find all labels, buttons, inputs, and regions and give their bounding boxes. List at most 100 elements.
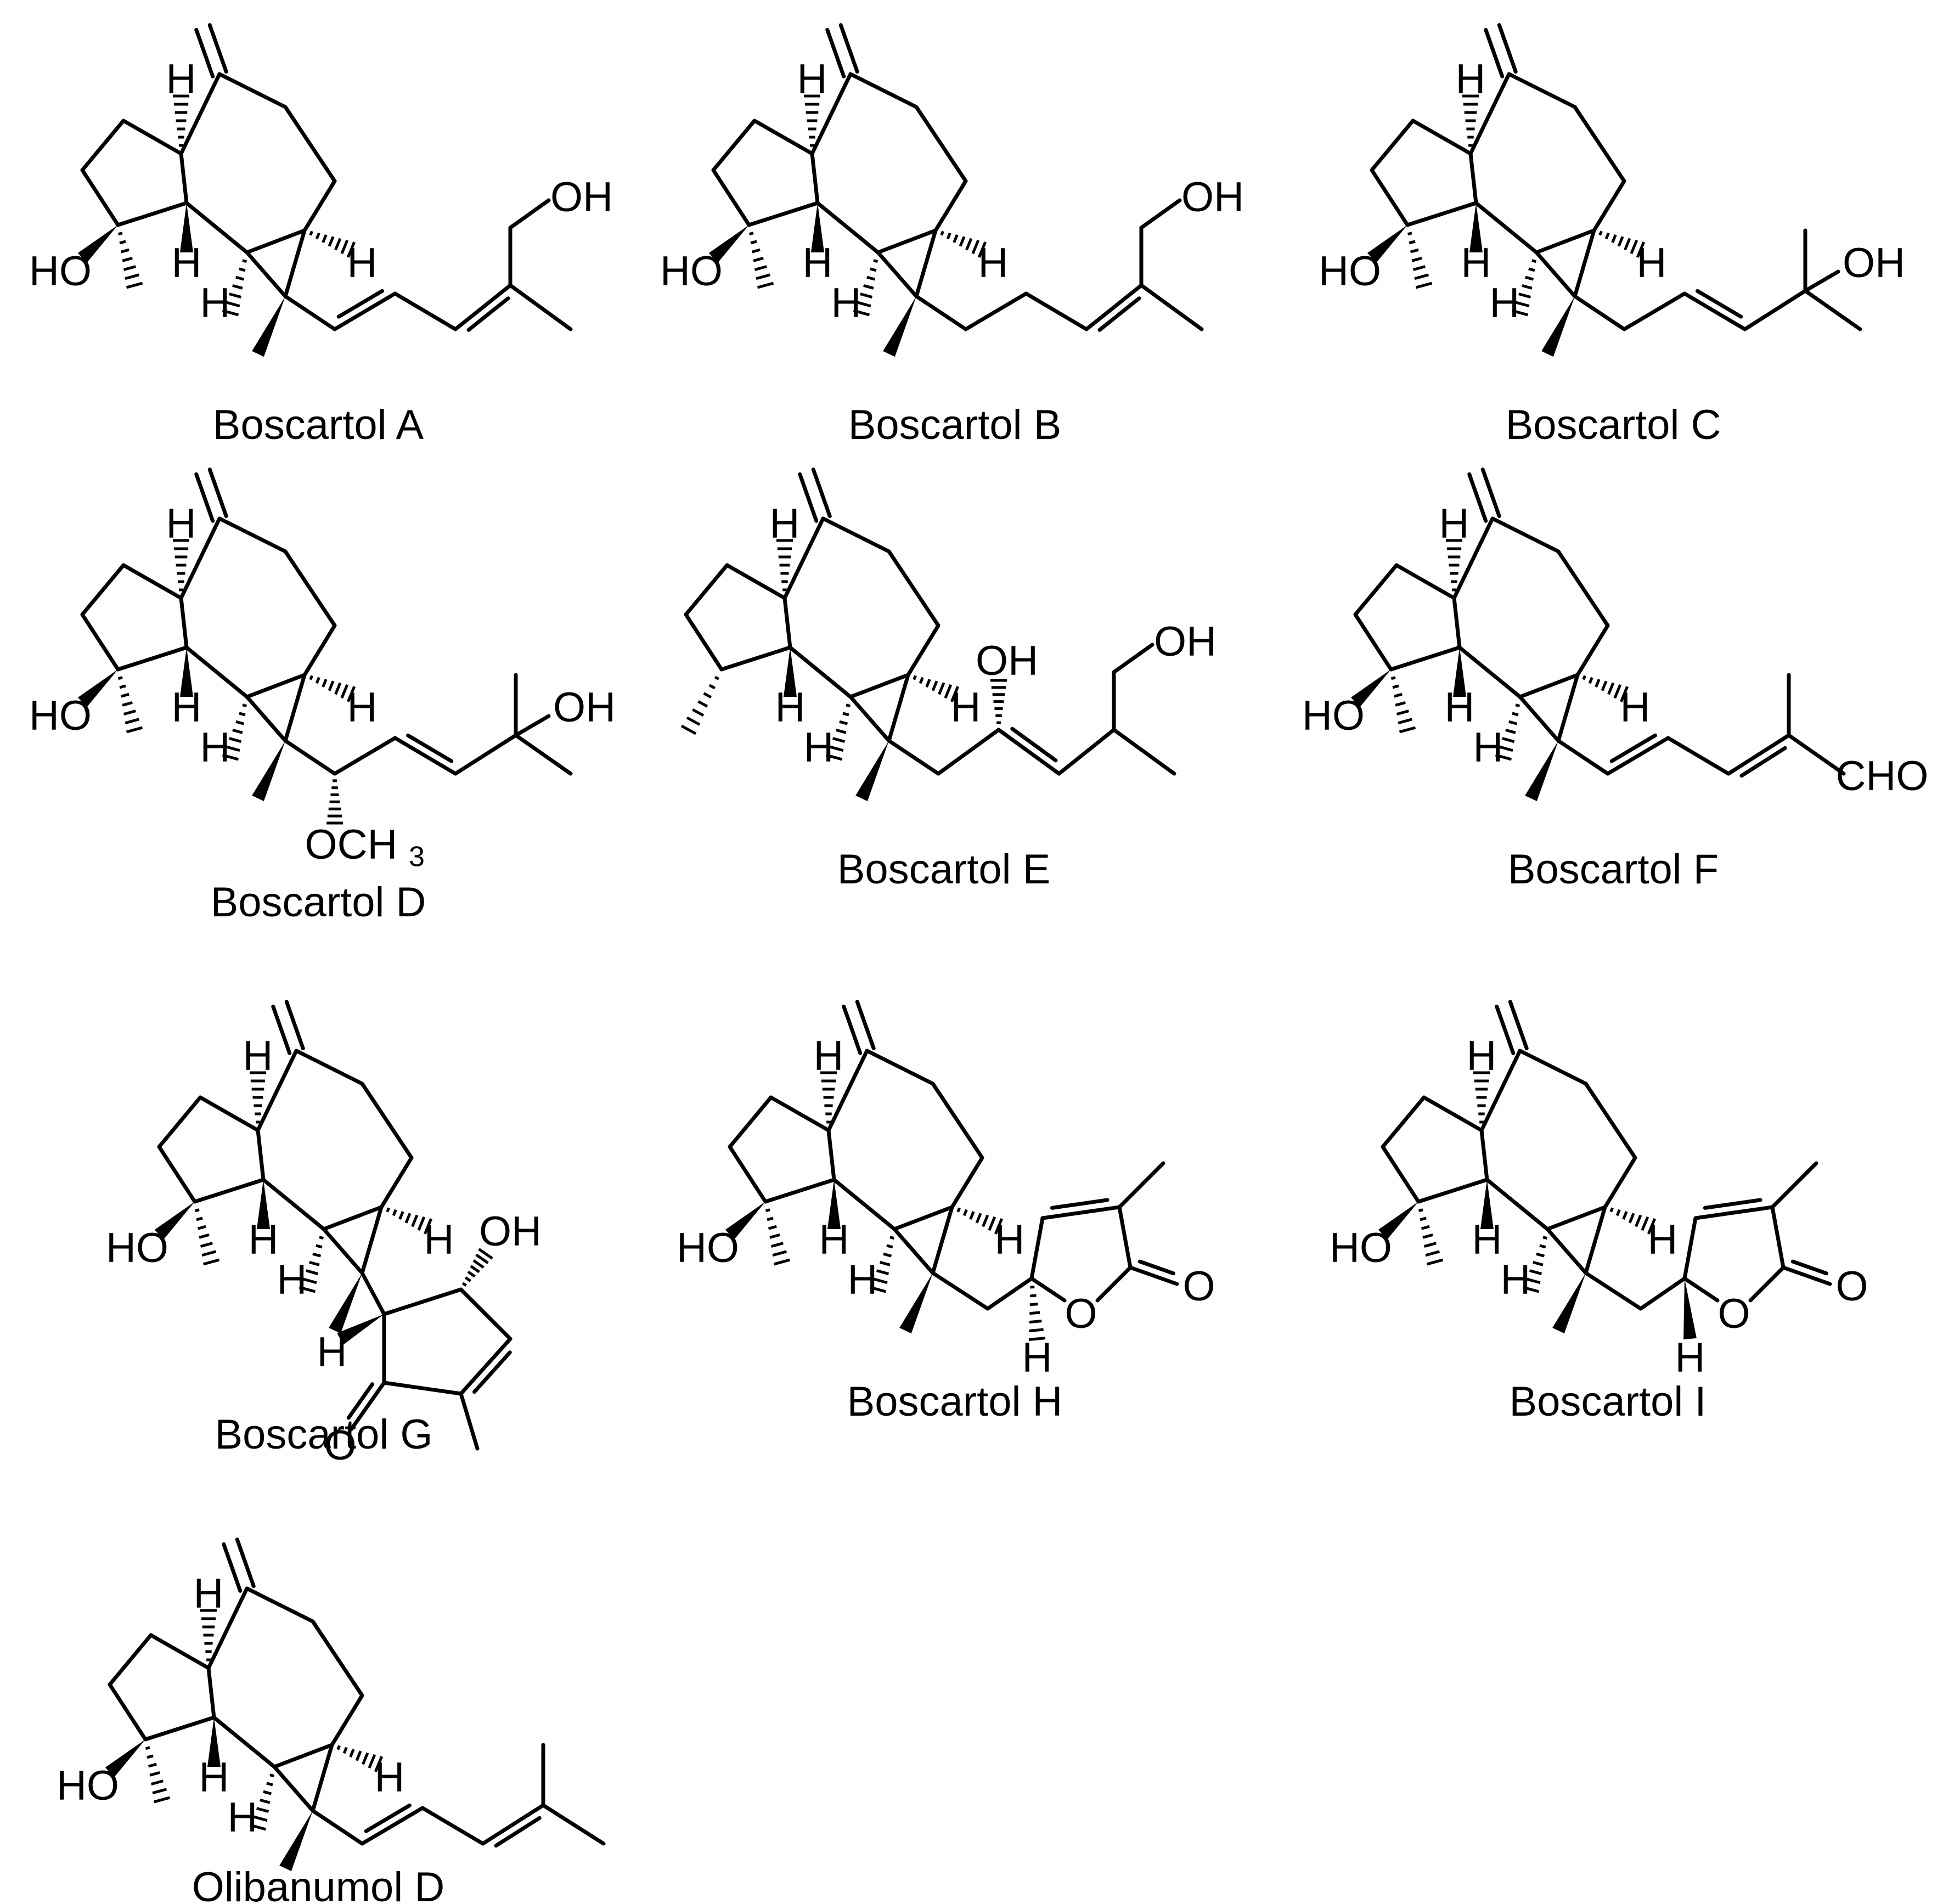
exo-methylene-bond	[1508, 1000, 1529, 1051]
h-label: H	[819, 1216, 849, 1263]
wedge-bond-oh	[105, 1739, 145, 1777]
bond	[116, 645, 189, 672]
bond	[914, 294, 968, 331]
double-bond	[1040, 1205, 1122, 1220]
bond	[179, 596, 189, 650]
double-bond	[1693, 1205, 1775, 1220]
h-label: H	[243, 1033, 273, 1079]
wedge-bond-h	[207, 1717, 221, 1767]
bond	[728, 1145, 768, 1204]
bond	[914, 228, 938, 298]
h-label: H	[1501, 1257, 1531, 1303]
hashed-bond-h	[1609, 1207, 1657, 1235]
h-label: H	[814, 1033, 844, 1079]
bond	[283, 549, 337, 628]
bond	[1592, 179, 1626, 233]
bond	[810, 151, 820, 205]
bond	[711, 119, 757, 172]
double-bond-inner	[364, 1803, 412, 1833]
wedge-bond-h	[1469, 203, 1483, 252]
hashed-bond-h	[869, 1236, 895, 1293]
h-label: H	[797, 56, 827, 103]
hashed-bond-h	[1473, 1071, 1490, 1124]
h-label: H	[848, 1257, 878, 1303]
bond	[1575, 623, 1610, 677]
exo-methylene-bond	[1497, 23, 1518, 74]
exo-methylene-bond	[1495, 1004, 1516, 1055]
bond	[1584, 1271, 1643, 1311]
bond	[360, 1271, 386, 1316]
wedge-bond-h	[180, 203, 193, 252]
double-bond-inner	[406, 733, 454, 763]
bond	[283, 673, 307, 743]
bond	[1416, 1178, 1489, 1204]
bond	[752, 119, 814, 156]
bond	[719, 645, 792, 672]
h-label: H	[277, 1257, 307, 1303]
bond	[1353, 563, 1399, 617]
bond	[121, 119, 183, 156]
double-bond-inner	[472, 1350, 512, 1394]
bond	[826, 1049, 869, 1133]
double-bond	[1606, 736, 1670, 776]
bond	[393, 291, 458, 331]
double-bond	[453, 283, 512, 331]
wedge-bond-methyl	[1525, 741, 1558, 802]
h-label: H	[200, 724, 230, 771]
bond	[360, 1205, 384, 1275]
cyclopropane-bond	[876, 228, 938, 255]
hashed-bond-methyl	[194, 1208, 220, 1266]
bond	[283, 228, 307, 298]
h-label: H	[1445, 684, 1475, 731]
hydroxyl-label: HO	[29, 692, 92, 739]
bond	[217, 516, 288, 554]
bond	[294, 1049, 364, 1086]
exo-methylene-bond	[207, 23, 228, 74]
exo-methylene-bond	[1480, 467, 1501, 519]
bond	[382, 1287, 463, 1316]
bond	[1474, 201, 1539, 255]
bond	[245, 1586, 315, 1624]
bond	[1411, 119, 1473, 156]
double-bond-inner	[1703, 1198, 1762, 1210]
bond	[810, 72, 853, 156]
bond	[1024, 291, 1089, 331]
bond	[1457, 645, 1522, 699]
bond	[453, 733, 518, 776]
wedge-bond-oh	[1350, 669, 1391, 707]
bond	[985, 1276, 1034, 1311]
double-bond-inner	[1696, 289, 1743, 319]
exo-methylene-bond	[194, 27, 215, 78]
hashed-bond-methyl	[1418, 1208, 1444, 1266]
double-bond-inner	[1137, 1259, 1175, 1276]
ring-oxygen-label: O	[1717, 1291, 1750, 1337]
bond	[1770, 1205, 1786, 1270]
hashed-bond-oh	[990, 679, 1007, 724]
double-bond-inner	[346, 1382, 375, 1420]
bond	[728, 1095, 773, 1149]
h-label: H	[194, 1570, 224, 1617]
bond	[887, 739, 940, 776]
bond	[1787, 733, 1846, 776]
wedge-bond-oh	[77, 225, 118, 263]
bond	[788, 645, 853, 699]
hashed-bond-h	[173, 539, 189, 592]
bond	[179, 516, 222, 600]
cyclopropane-bond	[892, 1205, 954, 1231]
bond	[116, 201, 189, 227]
h-label: H	[1490, 280, 1520, 326]
h-label: H	[1637, 240, 1667, 286]
hashed-bond-h	[222, 259, 247, 317]
bond	[1534, 250, 1577, 298]
bond	[245, 250, 288, 298]
cyclopropane-bond	[245, 673, 307, 699]
bond	[333, 736, 397, 776]
wedge-bond-h	[827, 1180, 841, 1229]
hashed-bond-h	[336, 1745, 384, 1772]
bond	[711, 168, 751, 227]
exo-methylene-bond	[811, 467, 832, 519]
bond	[964, 291, 1028, 331]
